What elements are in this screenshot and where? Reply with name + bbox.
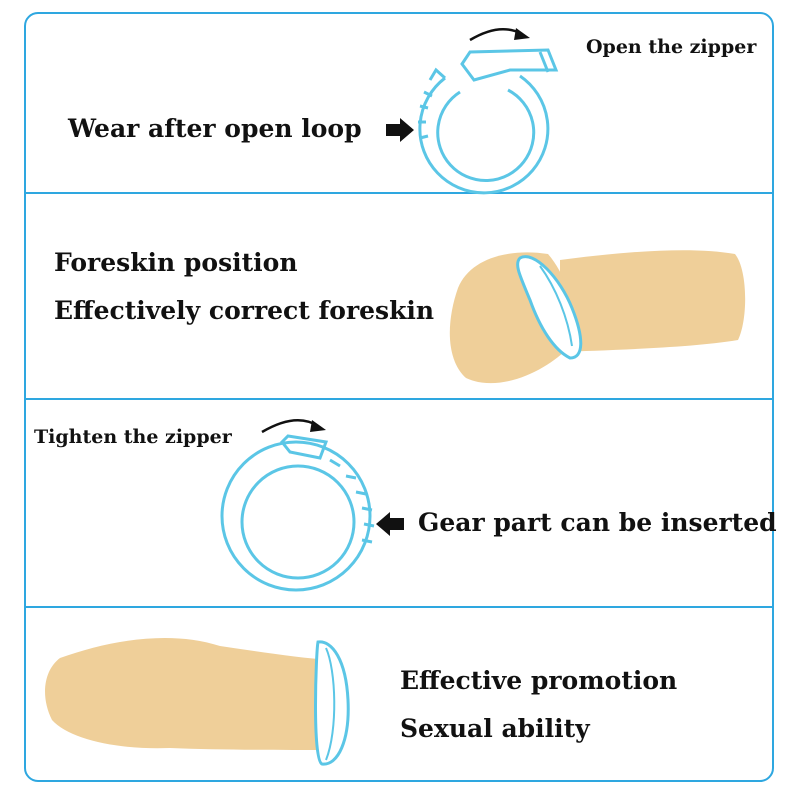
open-zipper-caption: Open the zipper: [586, 36, 757, 58]
panel1-illustration: [386, 27, 559, 195]
effective-promotion-text: Effective promotion: [400, 666, 678, 695]
curved-arrow-icon: [261, 419, 326, 434]
shaft-with-ring-illustration: [449, 250, 746, 384]
tighten-zipper-caption: Tighten the zipper: [34, 426, 232, 448]
closed-ring-icon: [220, 434, 375, 592]
open-ring-icon: [418, 48, 559, 195]
correct-foreskin-text: Effectively correct foreskin: [54, 296, 435, 325]
divider-3: [26, 606, 772, 608]
divider-2: [26, 398, 772, 400]
info-frame: [24, 12, 774, 782]
panel3-illustration: [220, 419, 404, 592]
pointer-arrow-right-icon: [386, 118, 414, 142]
gear-insert-label: Gear part can be inserted: [418, 508, 777, 537]
divider-1: [26, 192, 772, 194]
sexual-ability-text: Sexual ability: [400, 714, 590, 743]
curved-arrow-icon: [469, 27, 530, 42]
wear-after-open-loop-label: Wear after open loop: [68, 114, 362, 143]
shaft-with-base-ring-illustration: [45, 637, 350, 766]
foreskin-position-text: Foreskin position: [54, 248, 298, 277]
pointer-arrow-left-icon: [376, 512, 404, 536]
